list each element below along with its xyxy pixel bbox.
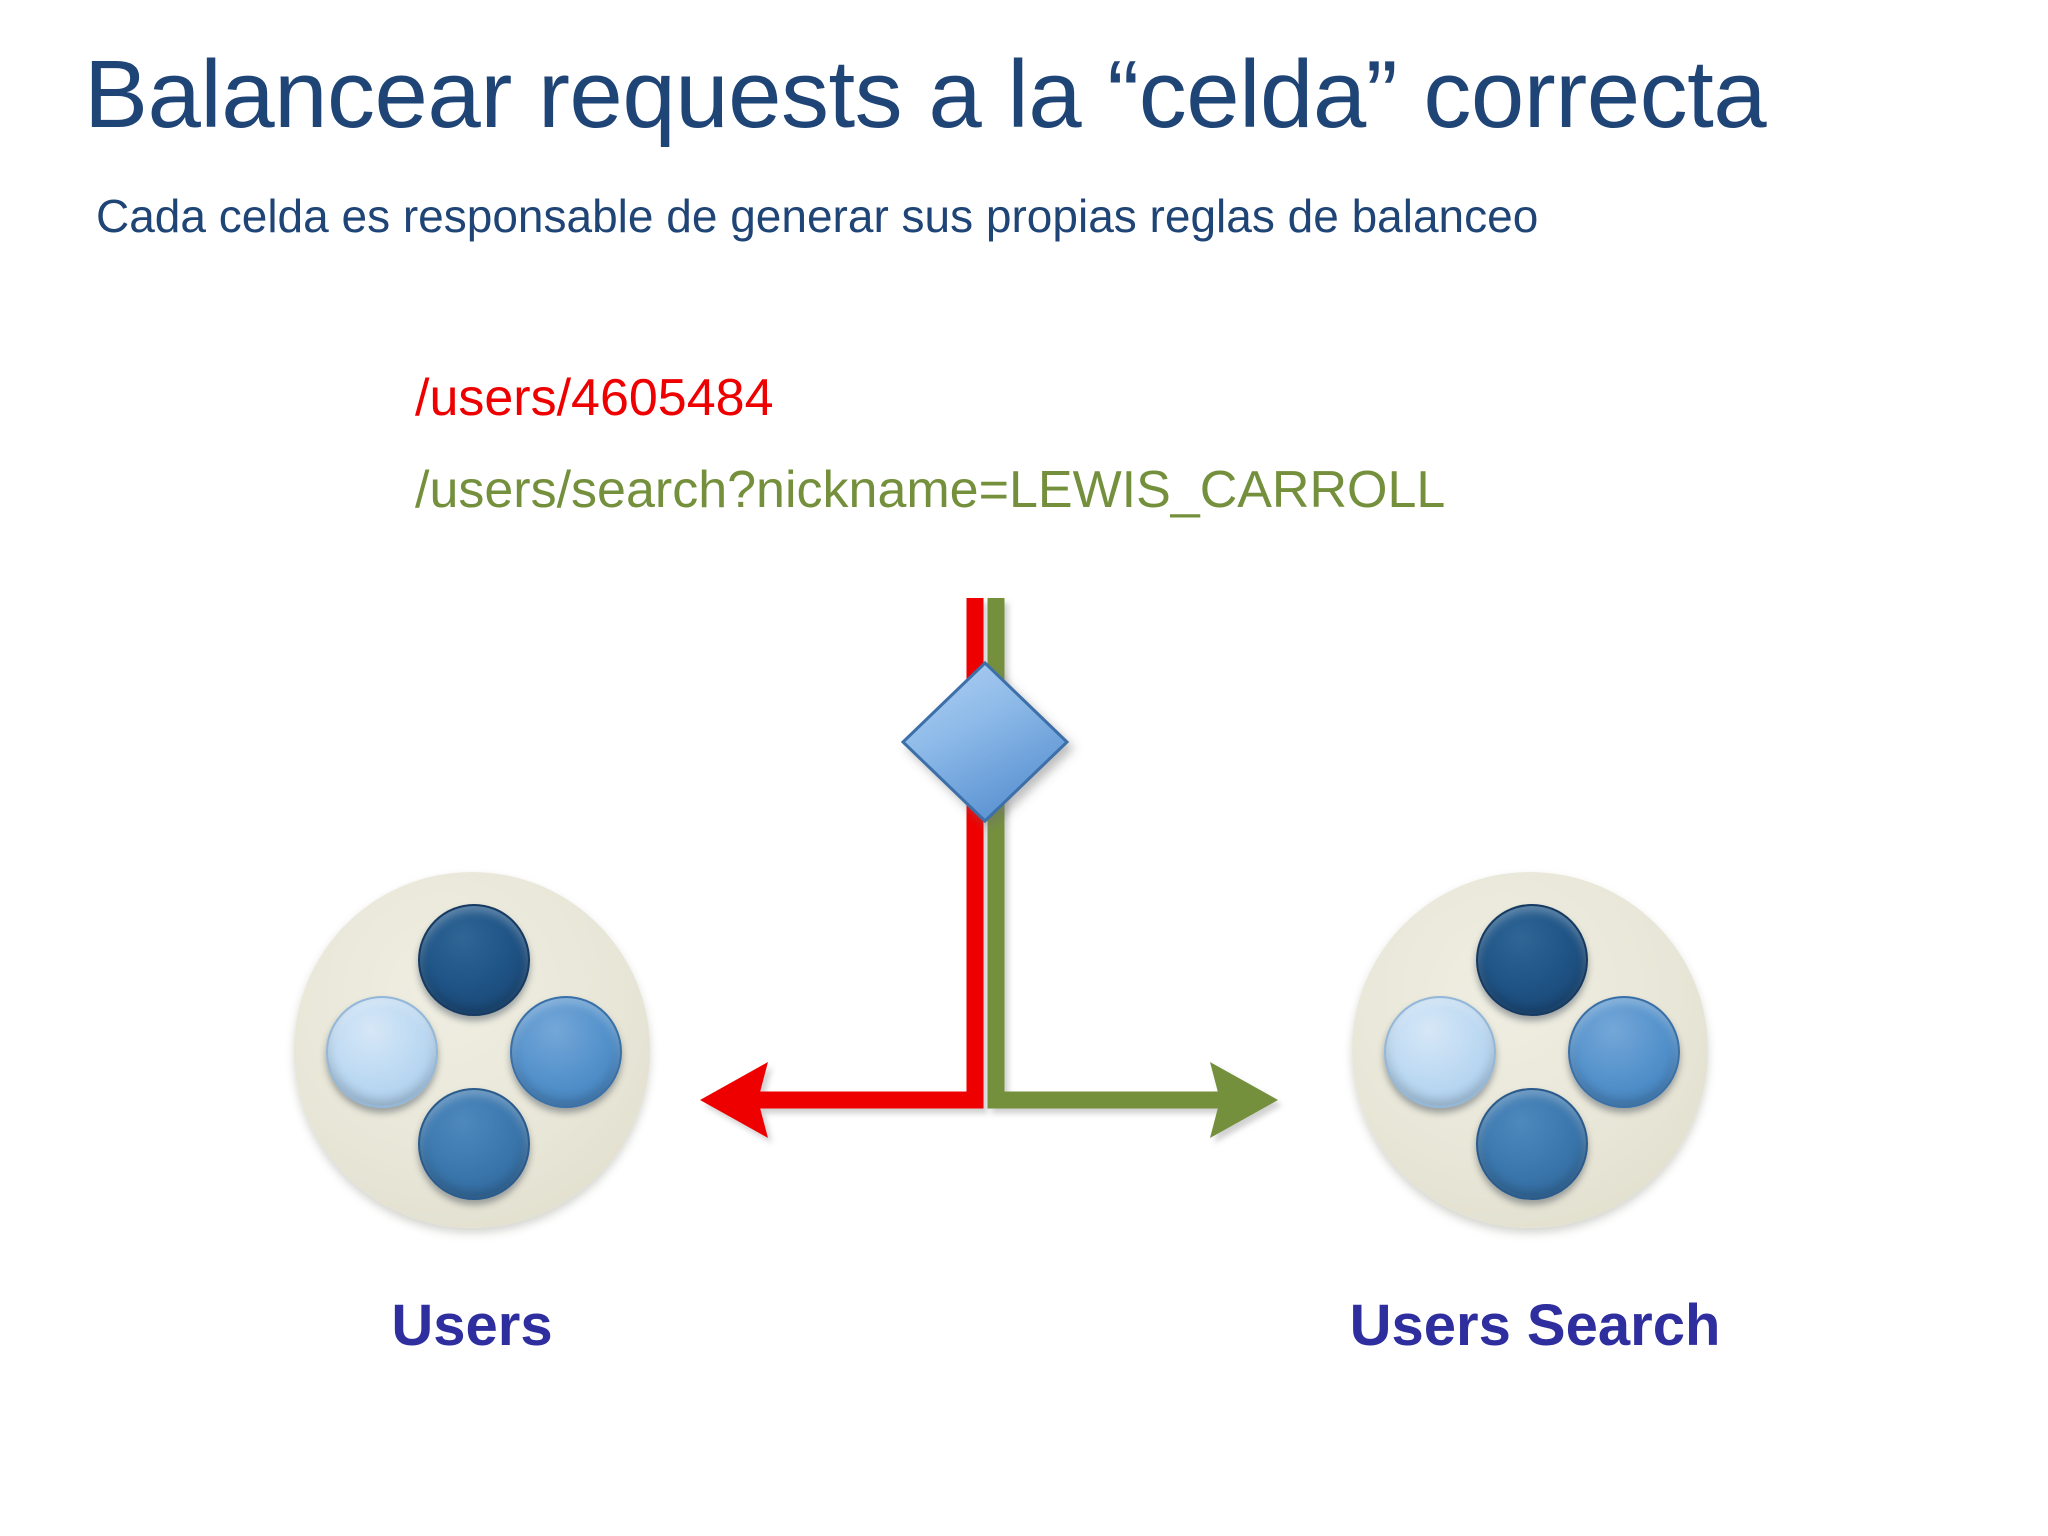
cell-node-users-search-top (1476, 904, 1588, 1016)
cell-node-users-search-left (1384, 996, 1496, 1108)
cell-node-users-bottom (418, 1088, 530, 1200)
cell-users[interactable] (294, 872, 650, 1228)
load-balancer-diamond-icon (900, 660, 1070, 824)
cell-node-users-left (326, 996, 438, 1108)
route-path-red (700, 598, 984, 1138)
request-url-users-by-id: /users/4605484 (415, 369, 774, 427)
cell-node-users-top (418, 904, 530, 1016)
cell-node-users-search-right (1568, 996, 1680, 1108)
page-subtitle: Cada celda es responsable de generar sus… (96, 190, 1539, 242)
request-url-users-search: /users/search?nickname=LEWIS_CARROLL (415, 461, 1446, 519)
cell-node-users-right (510, 996, 622, 1108)
cell-users-search[interactable] (1352, 872, 1708, 1228)
cell-node-users-search-bottom (1476, 1088, 1588, 1200)
page-title: Balancear requests a la “celda” correcta (84, 41, 1767, 148)
cell-label-users-search: Users Search (1349, 1293, 1721, 1358)
cell-label-users: Users (391, 1293, 553, 1358)
route-path-green (987, 598, 1278, 1138)
